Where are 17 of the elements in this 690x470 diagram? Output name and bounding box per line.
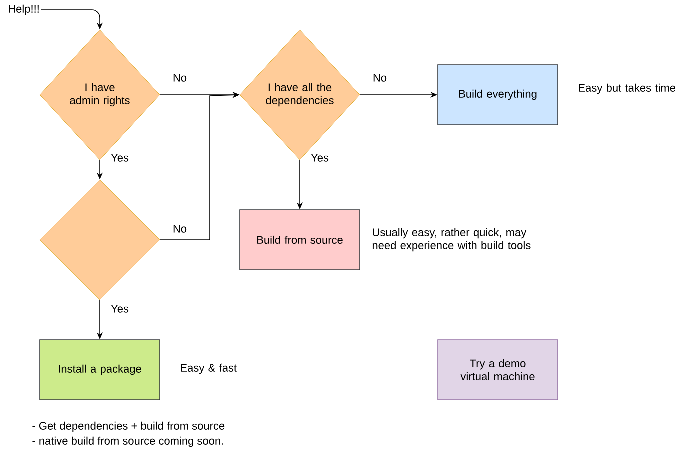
note-text: - Get dependencies + build from source [32, 422, 225, 432]
edge-label: Yes [110, 304, 130, 314]
edge-label: No [172, 73, 188, 83]
process-box: Try a demo virtual machine [438, 340, 558, 400]
edge-label: Yes [110, 153, 130, 163]
decision-diamond [40, 180, 160, 300]
process-box: Build everything [438, 64, 558, 126]
start-text: Help!!! [9, 4, 39, 16]
edge-label: No [372, 73, 388, 83]
process-box: Build from source [240, 210, 360, 270]
process-box: Install a package [40, 340, 160, 400]
edge-label: Yes [310, 153, 330, 163]
note-text: Easy but takes time [579, 84, 676, 94]
edge-label: No [172, 224, 188, 234]
note-text: Usually easy, rather quick, may need experience with build tools [372, 228, 531, 252]
note-text: - native build from source coming soon. [32, 436, 224, 448]
note-text: Easy & fast [181, 364, 237, 374]
